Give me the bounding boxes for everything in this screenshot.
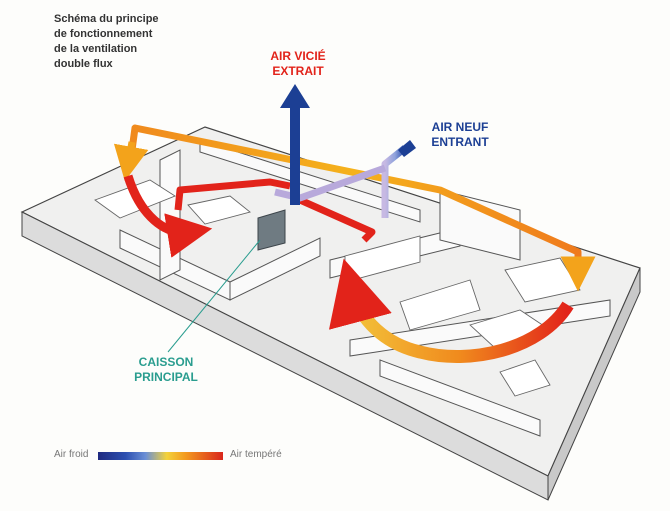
supply-drop-left xyxy=(113,141,149,182)
label-air-neuf: AIR NEUF ENTRANT xyxy=(420,120,500,150)
extract-duct-right xyxy=(298,196,376,243)
legend-gradient-bar xyxy=(98,452,223,460)
legend-cold-label: Air froid xyxy=(54,449,89,460)
sofa xyxy=(399,279,481,331)
room-arrow-big xyxy=(328,258,574,363)
air-vicie-line-2: EXTRAIT xyxy=(272,64,324,78)
room-arrow-left xyxy=(123,174,213,258)
caisson-line-2: PRINCIPAL xyxy=(134,370,198,384)
label-air-vicie: AIR VICIÉ EXTRAIT xyxy=(255,49,341,79)
fresh-air-inlet xyxy=(398,140,416,157)
fresh-air-duct xyxy=(381,145,408,218)
extract-arrow xyxy=(280,84,310,108)
air-vicie-line-1: AIR VICIÉ xyxy=(270,49,326,63)
air-neuf-line-1: AIR NEUF xyxy=(431,120,489,134)
caisson-box xyxy=(257,209,286,251)
legend-warm-label: Air tempéré xyxy=(230,449,282,460)
caisson-leader xyxy=(167,239,261,353)
extract-pipe xyxy=(290,105,300,205)
caption-line-1: Schéma du principe xyxy=(54,13,159,25)
extract-duct-left xyxy=(174,178,291,211)
caption-line-2: de fonctionnement xyxy=(54,28,153,40)
label-caisson-principal: CAISSON PRINCIPAL xyxy=(126,355,206,385)
caption-line-4: double flux xyxy=(54,58,113,70)
air-neuf-line-2: ENTRANT xyxy=(431,135,489,149)
armchair xyxy=(499,359,551,397)
diagram-caption: Schéma du principe de fonctionnement de … xyxy=(54,12,224,72)
caisson-line-1: CAISSON xyxy=(138,355,194,369)
caption-line-3: de la ventilation xyxy=(54,43,138,55)
